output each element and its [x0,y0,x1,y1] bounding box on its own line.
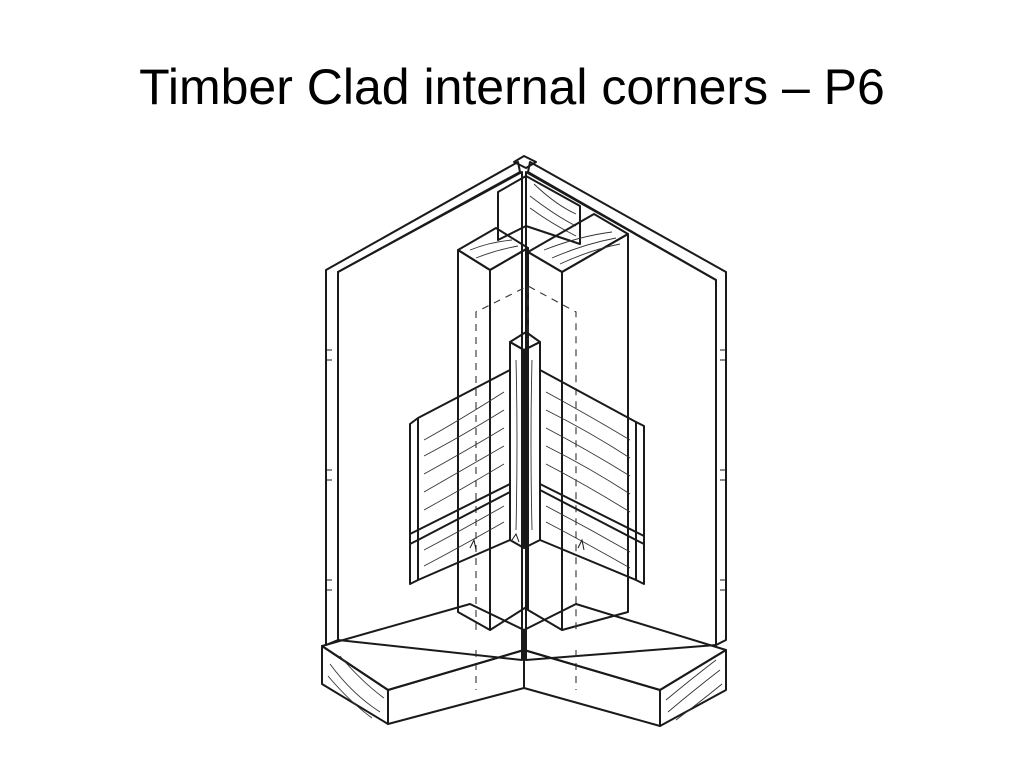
hidden-outline-lines [475,285,577,690]
left-cladding-upper-edge [409,417,419,545]
right-cladding-upper-edge [635,421,645,545]
sill-right-long-face [523,649,661,727]
top-beam-grain [529,183,577,237]
page-title: Timber Clad internal corners – P6 [139,59,885,115]
edge-notches [326,349,726,591]
right-cladding-upper-board [539,369,637,541]
right-post-grain [543,231,621,265]
corner-strip-grain [515,359,533,531]
right-wall-panel [525,171,717,661]
top-beam-end-grain [525,175,581,245]
break-marks [469,532,585,551]
left-post-grain [469,239,519,259]
right-wall-edge-board [527,161,727,646]
top-corner-cap [513,155,537,169]
left-post-top-end-grain [457,227,529,271]
sill-right-front-face [659,649,727,727]
left-cladding-lower-edge [409,529,419,585]
left-cladding-upper-board [417,369,511,541]
right-post-top-end-grain [527,213,629,273]
corner-strip-top [509,331,541,351]
right-cladding-lower-edge [635,531,645,585]
sill-end-grain [327,655,723,721]
sill-left-long-face [387,649,525,725]
corner-detail-drawing [321,155,727,727]
sill-left-front-face [321,645,389,725]
right-cladding-grain [545,391,631,569]
corner-detail-illustration [300,150,740,740]
left-cladding-grain [423,391,505,567]
right-post-side-face [561,233,629,631]
right-post-front-face [527,251,563,631]
